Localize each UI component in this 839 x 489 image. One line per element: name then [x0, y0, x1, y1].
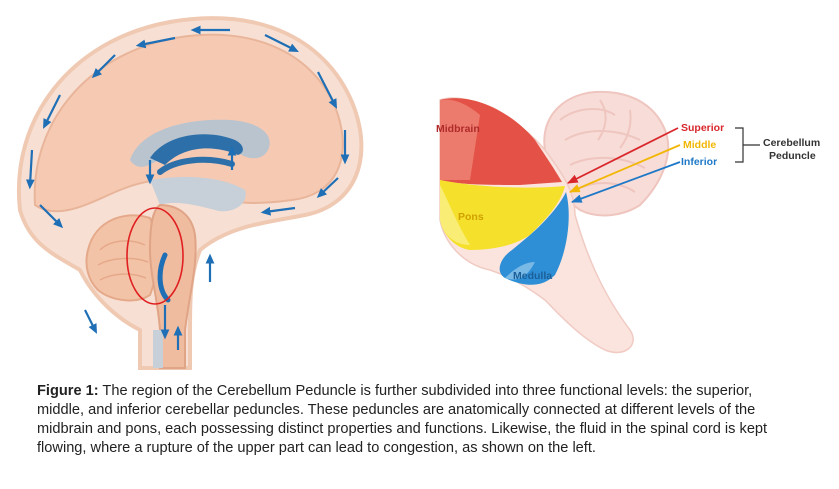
- figure-area: Midbrain Pons Medulla Superior Middle In…: [16, 16, 821, 370]
- figure-caption: Figure 1: The region of the Cerebellum P…: [37, 382, 777, 458]
- csf-flow-arrows: [25, 25, 350, 350]
- highlight-circle: [126, 207, 184, 305]
- label-peduncle: Peduncle: [769, 150, 816, 162]
- peduncle-bracket: [735, 127, 760, 163]
- middle-arrow: [569, 144, 681, 193]
- figure-svg: [16, 16, 760, 370]
- inferior-arrow: [570, 161, 681, 203]
- caption-text: The region of the Cerebellum Peduncle is…: [37, 383, 768, 456]
- superior-arrow: [567, 127, 679, 184]
- pons-region: [440, 180, 565, 250]
- figure-label: Figure 1:: [37, 383, 99, 399]
- medulla-region: [499, 192, 569, 285]
- label-inferior: Inferior: [681, 156, 718, 168]
- label-medulla: Medulla: [513, 270, 553, 282]
- brainstem-left: [148, 203, 197, 369]
- third-ventricle: [150, 177, 246, 212]
- label-cerebellum: Cerebellum: [763, 137, 821, 149]
- label-pons: Pons: [458, 211, 484, 223]
- label-midbrain: Midbrain: [436, 123, 480, 135]
- cerebellar-peduncle-diagram: [439, 90, 760, 354]
- corpus-callosum: [150, 134, 243, 165]
- sagittal-brain-illustration: [16, 16, 364, 370]
- label-middle: Middle: [683, 139, 717, 151]
- label-superior: Superior: [681, 122, 725, 134]
